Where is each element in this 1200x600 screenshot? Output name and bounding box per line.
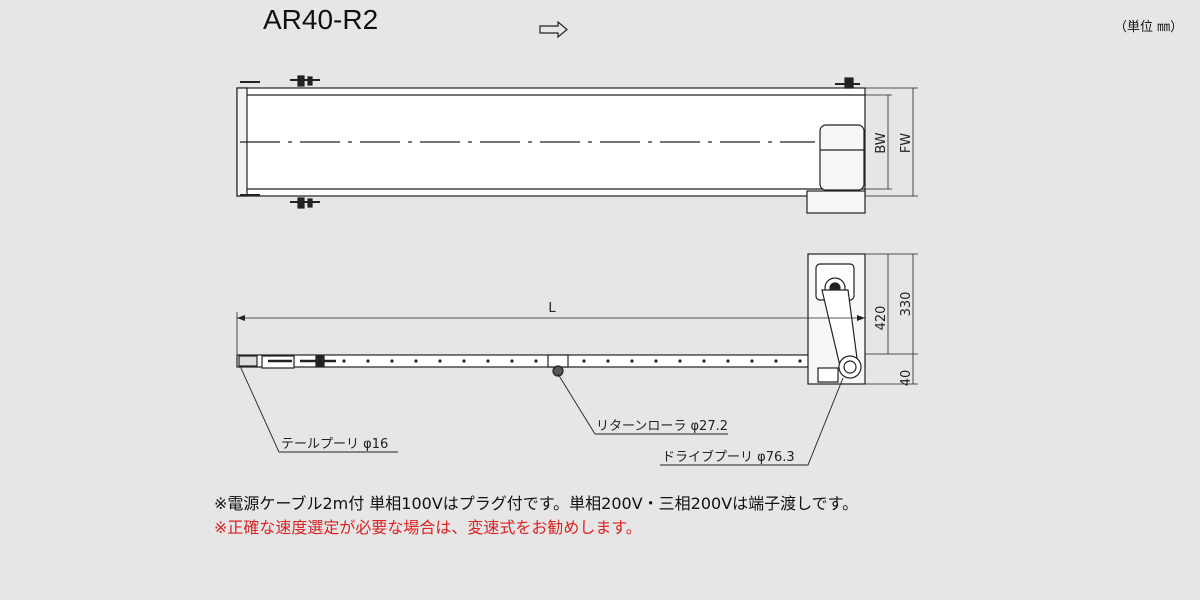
return-roller-label: リターンローラ φ27.2 [596, 419, 728, 434]
drive-pulley-label: ドライブプーリ φ76.3 [662, 449, 795, 465]
unit-label: （単位 ㎜） [1114, 20, 1184, 35]
frame-holes [318, 359, 826, 363]
length-label: L [548, 301, 556, 316]
fw-label: FW [899, 133, 914, 153]
side-view [236, 253, 918, 466]
bw-label: BW [874, 132, 889, 153]
height-420-label: 420 [874, 306, 889, 331]
top-view [236, 75, 918, 214]
model-title: AR40-R2 [263, 4, 379, 35]
tail-pulley-label: テールプーリ φ16 [281, 437, 388, 452]
height-40-label: 40 [899, 370, 914, 387]
note-power-cable: ※電源ケーブル2m付 単相100Vはプラグ付です。単相200V・三相200Vは端… [214, 494, 859, 513]
right-arrow-icon [539, 20, 568, 39]
note-speed-selection: ※正確な速度選定が必要な場合は、変速式をお勧めします。 [214, 518, 642, 537]
height-330-label: 330 [899, 292, 914, 317]
